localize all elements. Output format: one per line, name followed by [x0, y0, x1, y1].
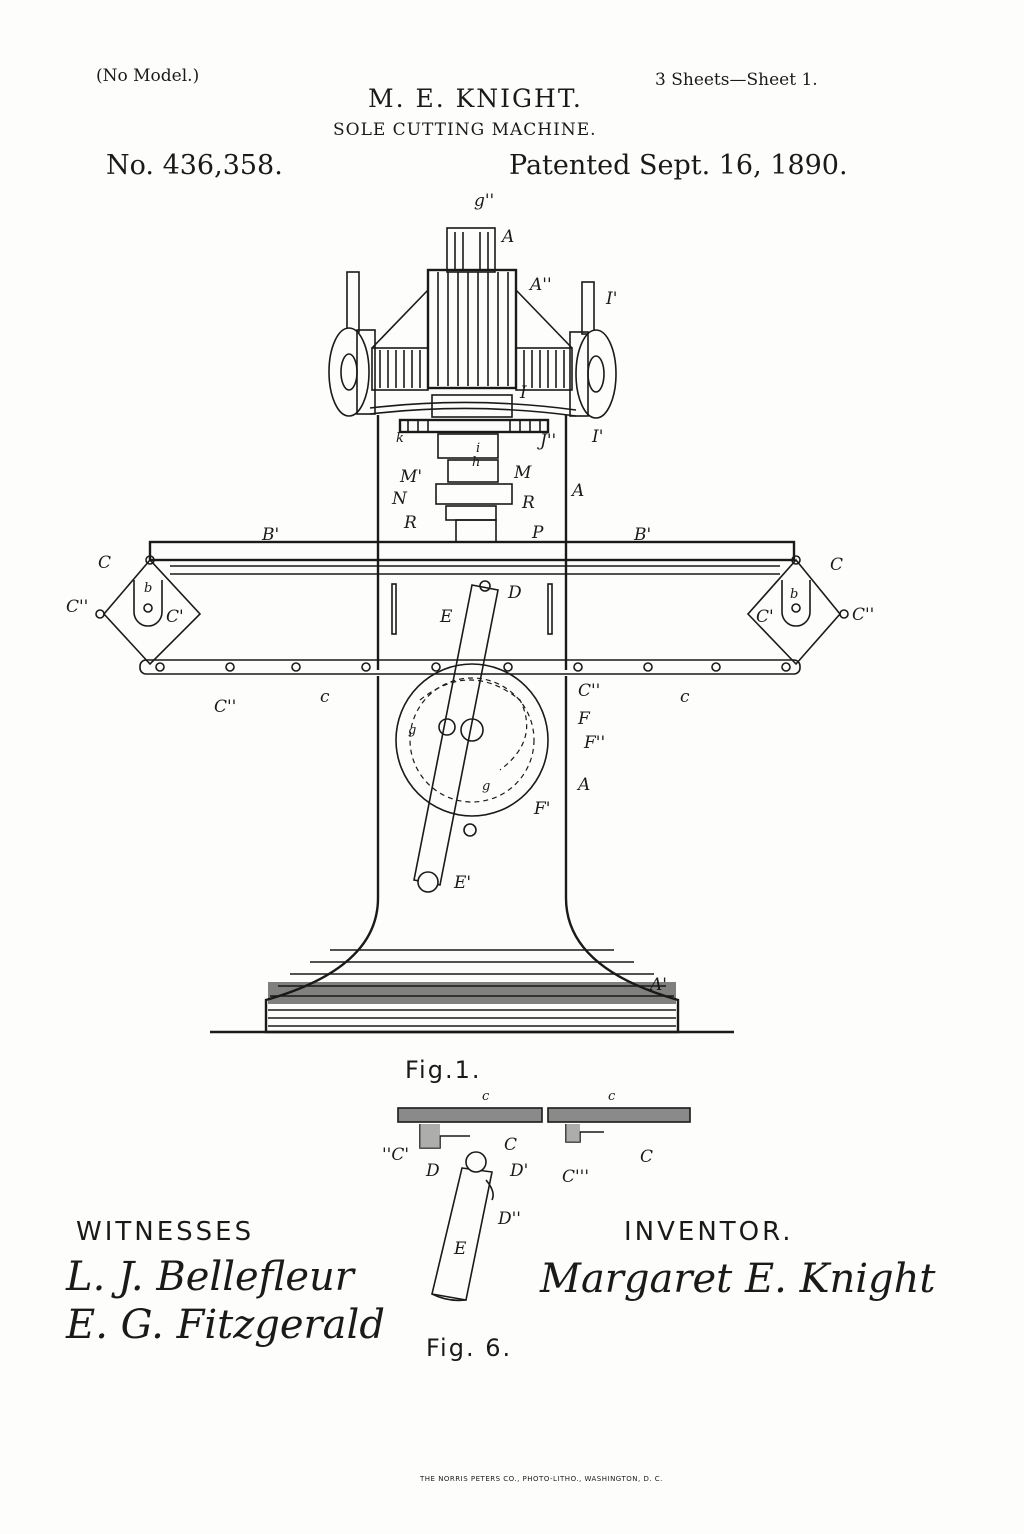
inventor-heading: INVENTOR.	[624, 1217, 794, 1247]
label-c-low2: c	[680, 687, 690, 707]
left-drum	[371, 347, 429, 391]
fig6-lever	[431, 1167, 493, 1301]
label-C1-left: C'	[166, 607, 184, 627]
gear-stack-top	[431, 394, 513, 418]
witness-signature-1: L. J. Bellefleur	[65, 1254, 357, 1300]
no-model-note: (No Model.)	[96, 66, 200, 86]
fig6-label-C-right: C	[640, 1147, 653, 1167]
fig6-label-C2: ''C'	[382, 1145, 409, 1165]
fig1-caption: Fig.1.	[405, 1056, 482, 1084]
label-I1-top: I'	[605, 289, 617, 309]
label-F: F	[577, 709, 591, 729]
witness-signature-2: E. G. Fitzgerald	[65, 1302, 385, 1348]
left-pulley	[328, 327, 370, 417]
label-R-right: R	[521, 493, 535, 513]
label-c-low1: c	[320, 687, 330, 707]
label-E1: E'	[453, 873, 471, 893]
left-bracket	[102, 558, 202, 666]
label-D: D	[507, 583, 522, 603]
sheet-count: 3 Sheets—Sheet 1.	[655, 70, 818, 90]
label-C1-right: C'	[756, 607, 774, 627]
right-handle	[581, 281, 595, 335]
label-A2: A''	[528, 275, 552, 295]
label-B1-left: B'	[261, 525, 279, 545]
fig6-label-D2: D''	[497, 1209, 521, 1229]
fig6-caption: Fig. 6.	[426, 1334, 512, 1362]
right-drum	[515, 347, 573, 391]
table-top	[148, 540, 796, 562]
label-E: E	[439, 607, 453, 627]
label-I1-mid: I'	[591, 427, 603, 447]
label-A1: A'	[648, 975, 667, 995]
label-M: M	[513, 463, 532, 483]
fig6-label-c-right: c	[608, 1089, 616, 1104]
top-spindle-housing	[446, 227, 496, 273]
right-bracket	[746, 558, 842, 666]
cutter-chain	[95, 555, 849, 675]
witnesses-heading: WITNESSES	[76, 1217, 254, 1247]
label-A-mid: A	[570, 481, 584, 501]
fig6-label-D1: D'	[509, 1161, 528, 1181]
fig1-drawing: g'' A A'' I' I I' k J'' i h M' M N R R A…	[66, 191, 874, 1084]
label-C2-low1: C''	[214, 697, 236, 717]
label-A-top: A	[500, 227, 514, 247]
patent-date: Patented Sept. 16, 1890.	[509, 150, 848, 181]
inventor-name-heading: M. E. KNIGHT.	[368, 84, 583, 113]
patent-number: No. 436,358.	[106, 150, 283, 181]
fig6-drawing: c c ''C' C C D D' C''' D'' E Fig. 6.	[382, 1089, 691, 1362]
inventor-signature: Margaret E. Knight	[539, 1256, 936, 1302]
label-M1: M'	[399, 467, 422, 487]
fig6-label-D: D	[425, 1161, 440, 1181]
fig6-label-c-left: c	[482, 1089, 490, 1104]
label-b-left: b	[144, 581, 152, 596]
label-g-low: g	[482, 779, 490, 794]
label-g-left: g	[408, 723, 416, 738]
fig6-label-C-mid: C	[504, 1135, 517, 1155]
label-F1: F'	[533, 799, 550, 819]
label-R-left: R	[403, 513, 417, 533]
label-I: I	[519, 383, 527, 403]
label-A-low: A	[576, 775, 590, 795]
upper-cylinder	[426, 268, 518, 390]
label-g2: g''	[474, 191, 494, 211]
label-P: P	[531, 523, 544, 543]
invention-title: SOLE CUTTING MACHINE.	[333, 120, 597, 140]
left-handle	[346, 271, 360, 333]
label-C2-right: C''	[852, 605, 874, 625]
fig6-label-C3: C'''	[562, 1167, 589, 1187]
label-C2-low2: C''	[578, 681, 600, 701]
label-N: N	[391, 489, 408, 509]
label-B1-right: B'	[633, 525, 651, 545]
label-b-right: b	[790, 587, 798, 602]
machine-base	[264, 897, 680, 1034]
label-C-left: C	[98, 553, 111, 573]
label-h: h	[472, 455, 480, 470]
label-i: i	[476, 441, 480, 456]
label-F2: F''	[583, 733, 605, 753]
fig6-label-E: E	[453, 1239, 467, 1259]
lever-arm	[413, 584, 499, 886]
large-gear	[398, 418, 550, 434]
label-J2: J''	[537, 431, 556, 451]
label-C2-left: C''	[66, 597, 88, 617]
label-C-right: C	[830, 555, 843, 575]
right-pulley	[575, 329, 617, 419]
printer-credit: THE NORRIS PETERS CO., PHOTO-LITHO., WAS…	[420, 1475, 663, 1483]
label-k: k	[396, 431, 404, 446]
large-wheel	[395, 663, 549, 817]
